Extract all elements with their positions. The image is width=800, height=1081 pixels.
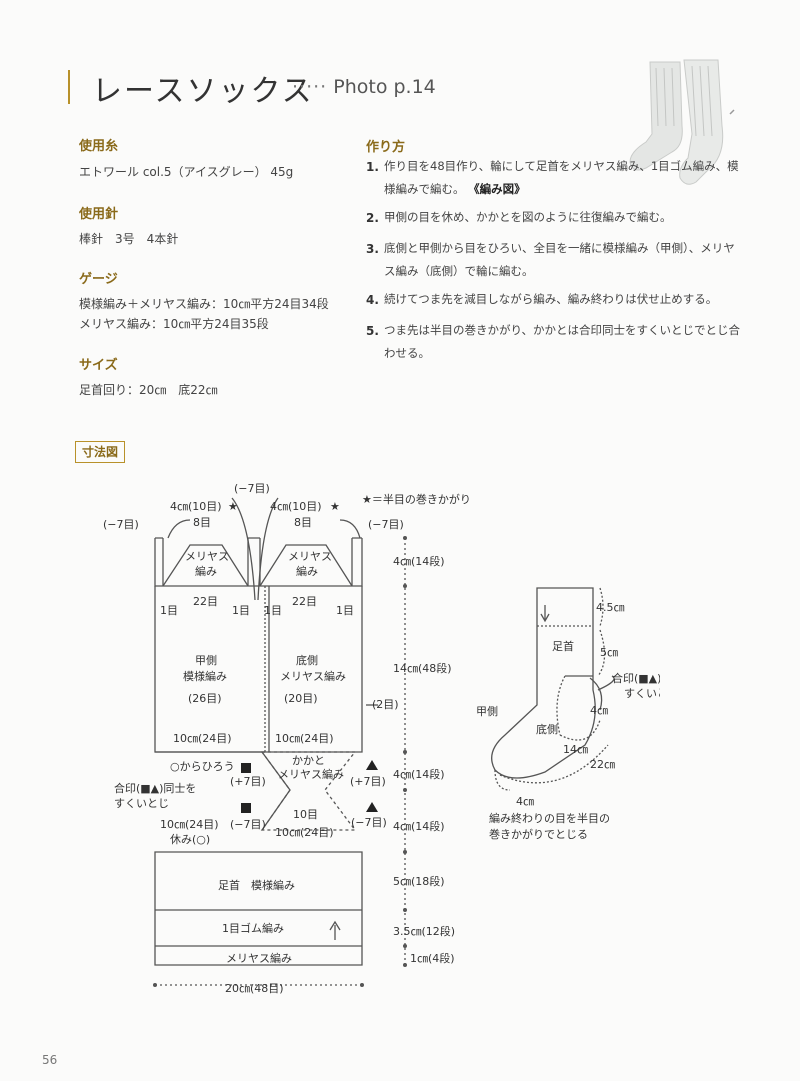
- label-h6: 3.5㎝(12段): [393, 924, 455, 938]
- gauge-heading: ゲージ: [79, 272, 118, 287]
- label-meriyasu: メリヤス: [185, 550, 229, 563]
- label-toe-width: 4㎝(10目): [170, 500, 222, 513]
- label-h7: 1㎝(4段): [410, 951, 455, 965]
- step-number: 3.: [366, 242, 379, 256]
- dimension-diagram-badge: 寸法図: [75, 441, 125, 463]
- page-title: レースソックス: [92, 74, 314, 109]
- star-icon: ★: [228, 500, 238, 513]
- instructions-heading: 作り方: [366, 140, 406, 155]
- label-minus7-left: (−7目): [103, 518, 139, 531]
- size-value: 足首回り：20㎝ 底22㎝: [79, 383, 218, 397]
- label-width-sole: 10㎝(24目): [275, 732, 334, 745]
- label-one: 1目: [160, 604, 178, 617]
- label-26: (26目): [188, 692, 222, 705]
- label-width-heel-base: 10㎝(24目): [275, 826, 334, 839]
- label-h4: 4㎝(14段): [393, 819, 445, 833]
- label-h3: 4㎝(14段): [393, 767, 445, 781]
- needles-value: 棒針 3号 4本針: [79, 232, 179, 246]
- label-22: 22目: [193, 595, 218, 608]
- label-plus7-left: (+7目): [230, 775, 266, 788]
- star-icon: ★: [330, 500, 340, 513]
- label-join: 合印(■▲)同士を: [114, 781, 196, 795]
- yarn-heading: 使用糸: [79, 139, 119, 154]
- step-number: 2.: [366, 211, 379, 225]
- label-ankle: 足首: [552, 639, 574, 653]
- step-text: 作り目を48目作り、輪にして足首をメリヤス編み、1目ゴム編み、模様編みで編む。 …: [384, 159, 739, 196]
- label-h5: 5㎝(18段): [393, 874, 445, 888]
- label-d4: 4㎝: [590, 704, 608, 717]
- sock-outline-figure: 4.5㎝ 足首 5㎝ 合印(■▲)同士を すくいとじ 甲側 底側 4㎝ 14㎝ …: [476, 587, 660, 841]
- label-ami: 編み: [296, 564, 318, 578]
- step-text: 底側と甲側から目をひろい、全目を一緒に模様編み（甲側）、メリヤス編み（底側）で輪…: [384, 241, 735, 278]
- label-one: 1目: [336, 604, 354, 617]
- gauge-line-1: 模様編み＋メリヤス編み：10㎝平方24目34段: [79, 297, 329, 311]
- label-star-note: ★＝半目の巻きかがり: [362, 492, 471, 506]
- label-ami: 編み: [195, 564, 217, 578]
- step-number: 4.: [366, 293, 379, 307]
- step-text: つま先は半目の巻きかがり、かかとは合印同士をすくいとじでとじ合わせる。: [384, 323, 741, 360]
- label-sole: 底側: [536, 722, 558, 736]
- label-instep: 甲側: [195, 654, 217, 667]
- label-sole-pattern: メリヤス編み: [280, 669, 346, 683]
- label-pickup: ○からひろう: [170, 760, 235, 773]
- label-stockinette: メリヤス編み: [226, 951, 292, 965]
- step-text: 続けてつま先を減目しながら編み、編み終わりは伏せ止めする。: [384, 292, 718, 306]
- label-d14: 14㎝: [563, 743, 588, 756]
- needles-heading: 使用針: [79, 207, 119, 222]
- label-rest: 休み(○): [170, 833, 210, 846]
- label-ten: 10目: [293, 808, 318, 821]
- label-meriyasu: メリヤス: [288, 550, 332, 563]
- label-h2: 14㎝(48段): [393, 661, 452, 675]
- label-heel-pattern: メリヤス編み: [278, 767, 344, 781]
- label-eight: 8目: [193, 516, 211, 529]
- step-number: 1.: [366, 160, 379, 174]
- label-d4b: 4㎝: [516, 795, 534, 808]
- label-join: すくいとじ: [114, 797, 169, 810]
- step-number: 5.: [366, 324, 379, 338]
- label-one: 1目: [232, 604, 250, 617]
- socks-photo: [629, 59, 735, 185]
- label-rib: 1目ゴム編み: [222, 921, 284, 935]
- title-accent-bar: [68, 70, 70, 104]
- label-one: 1目: [264, 604, 282, 617]
- label-eight: 8目: [294, 516, 312, 529]
- label-sole: 底側: [296, 653, 318, 667]
- label-heel: かかと: [292, 754, 325, 767]
- gauge-line-2: メリヤス編み：10㎝平方24目35段: [79, 317, 269, 331]
- label-minus7-top: (−7目): [234, 482, 270, 495]
- label-minus7-heel-right: (−7目): [351, 816, 387, 829]
- label-h1: 4㎝(14段): [393, 554, 445, 568]
- label-total-width: 20㎝(48目): [225, 982, 284, 995]
- step-text: 甲側の目を休め、かかとを図のように往復編みで編む。: [384, 210, 672, 224]
- label-width-instep: 10㎝(24目): [173, 732, 232, 745]
- label-instep: 甲側: [476, 705, 498, 718]
- label-ankle: 足首 模様編み: [218, 878, 295, 892]
- size-heading: サイズ: [79, 358, 118, 373]
- label-d22: 22㎝: [590, 758, 615, 771]
- label-join: すくいとじ: [624, 687, 660, 700]
- label-end: 編み終わりの目を半目の: [489, 811, 610, 825]
- dimension-diagram: (−7目) ★＝半目の巻きかがり 4㎝(10目) ★ 4㎝(10目) ★ (−7…: [103, 482, 471, 995]
- label-minus7-heel-left: (−7目): [230, 818, 266, 831]
- label-plus7-right: (+7目): [350, 775, 386, 788]
- label-20: (20目): [284, 692, 318, 705]
- label-minus7-right: (−7目): [368, 518, 404, 531]
- label-d5: 5㎝: [600, 646, 618, 659]
- label-width-heel: 10㎝(24目): [160, 818, 219, 831]
- page-number: 56: [42, 1053, 58, 1067]
- label-22: 22目: [292, 595, 317, 608]
- label-2: (2目): [372, 698, 399, 711]
- yarn-value: エトワール col.5（アイスグレー） 45g: [79, 165, 294, 179]
- label-toe-width: 4㎝(10目): [270, 500, 322, 513]
- label-instep-pattern: 模様編み: [183, 669, 227, 683]
- photo-reference: ····· Photo p.14: [292, 76, 436, 98]
- label-join: 合印(■▲)同士を: [612, 671, 660, 685]
- label-d45: 4.5㎝: [596, 601, 625, 614]
- label-end: 巻きかがりでとじる: [489, 827, 588, 841]
